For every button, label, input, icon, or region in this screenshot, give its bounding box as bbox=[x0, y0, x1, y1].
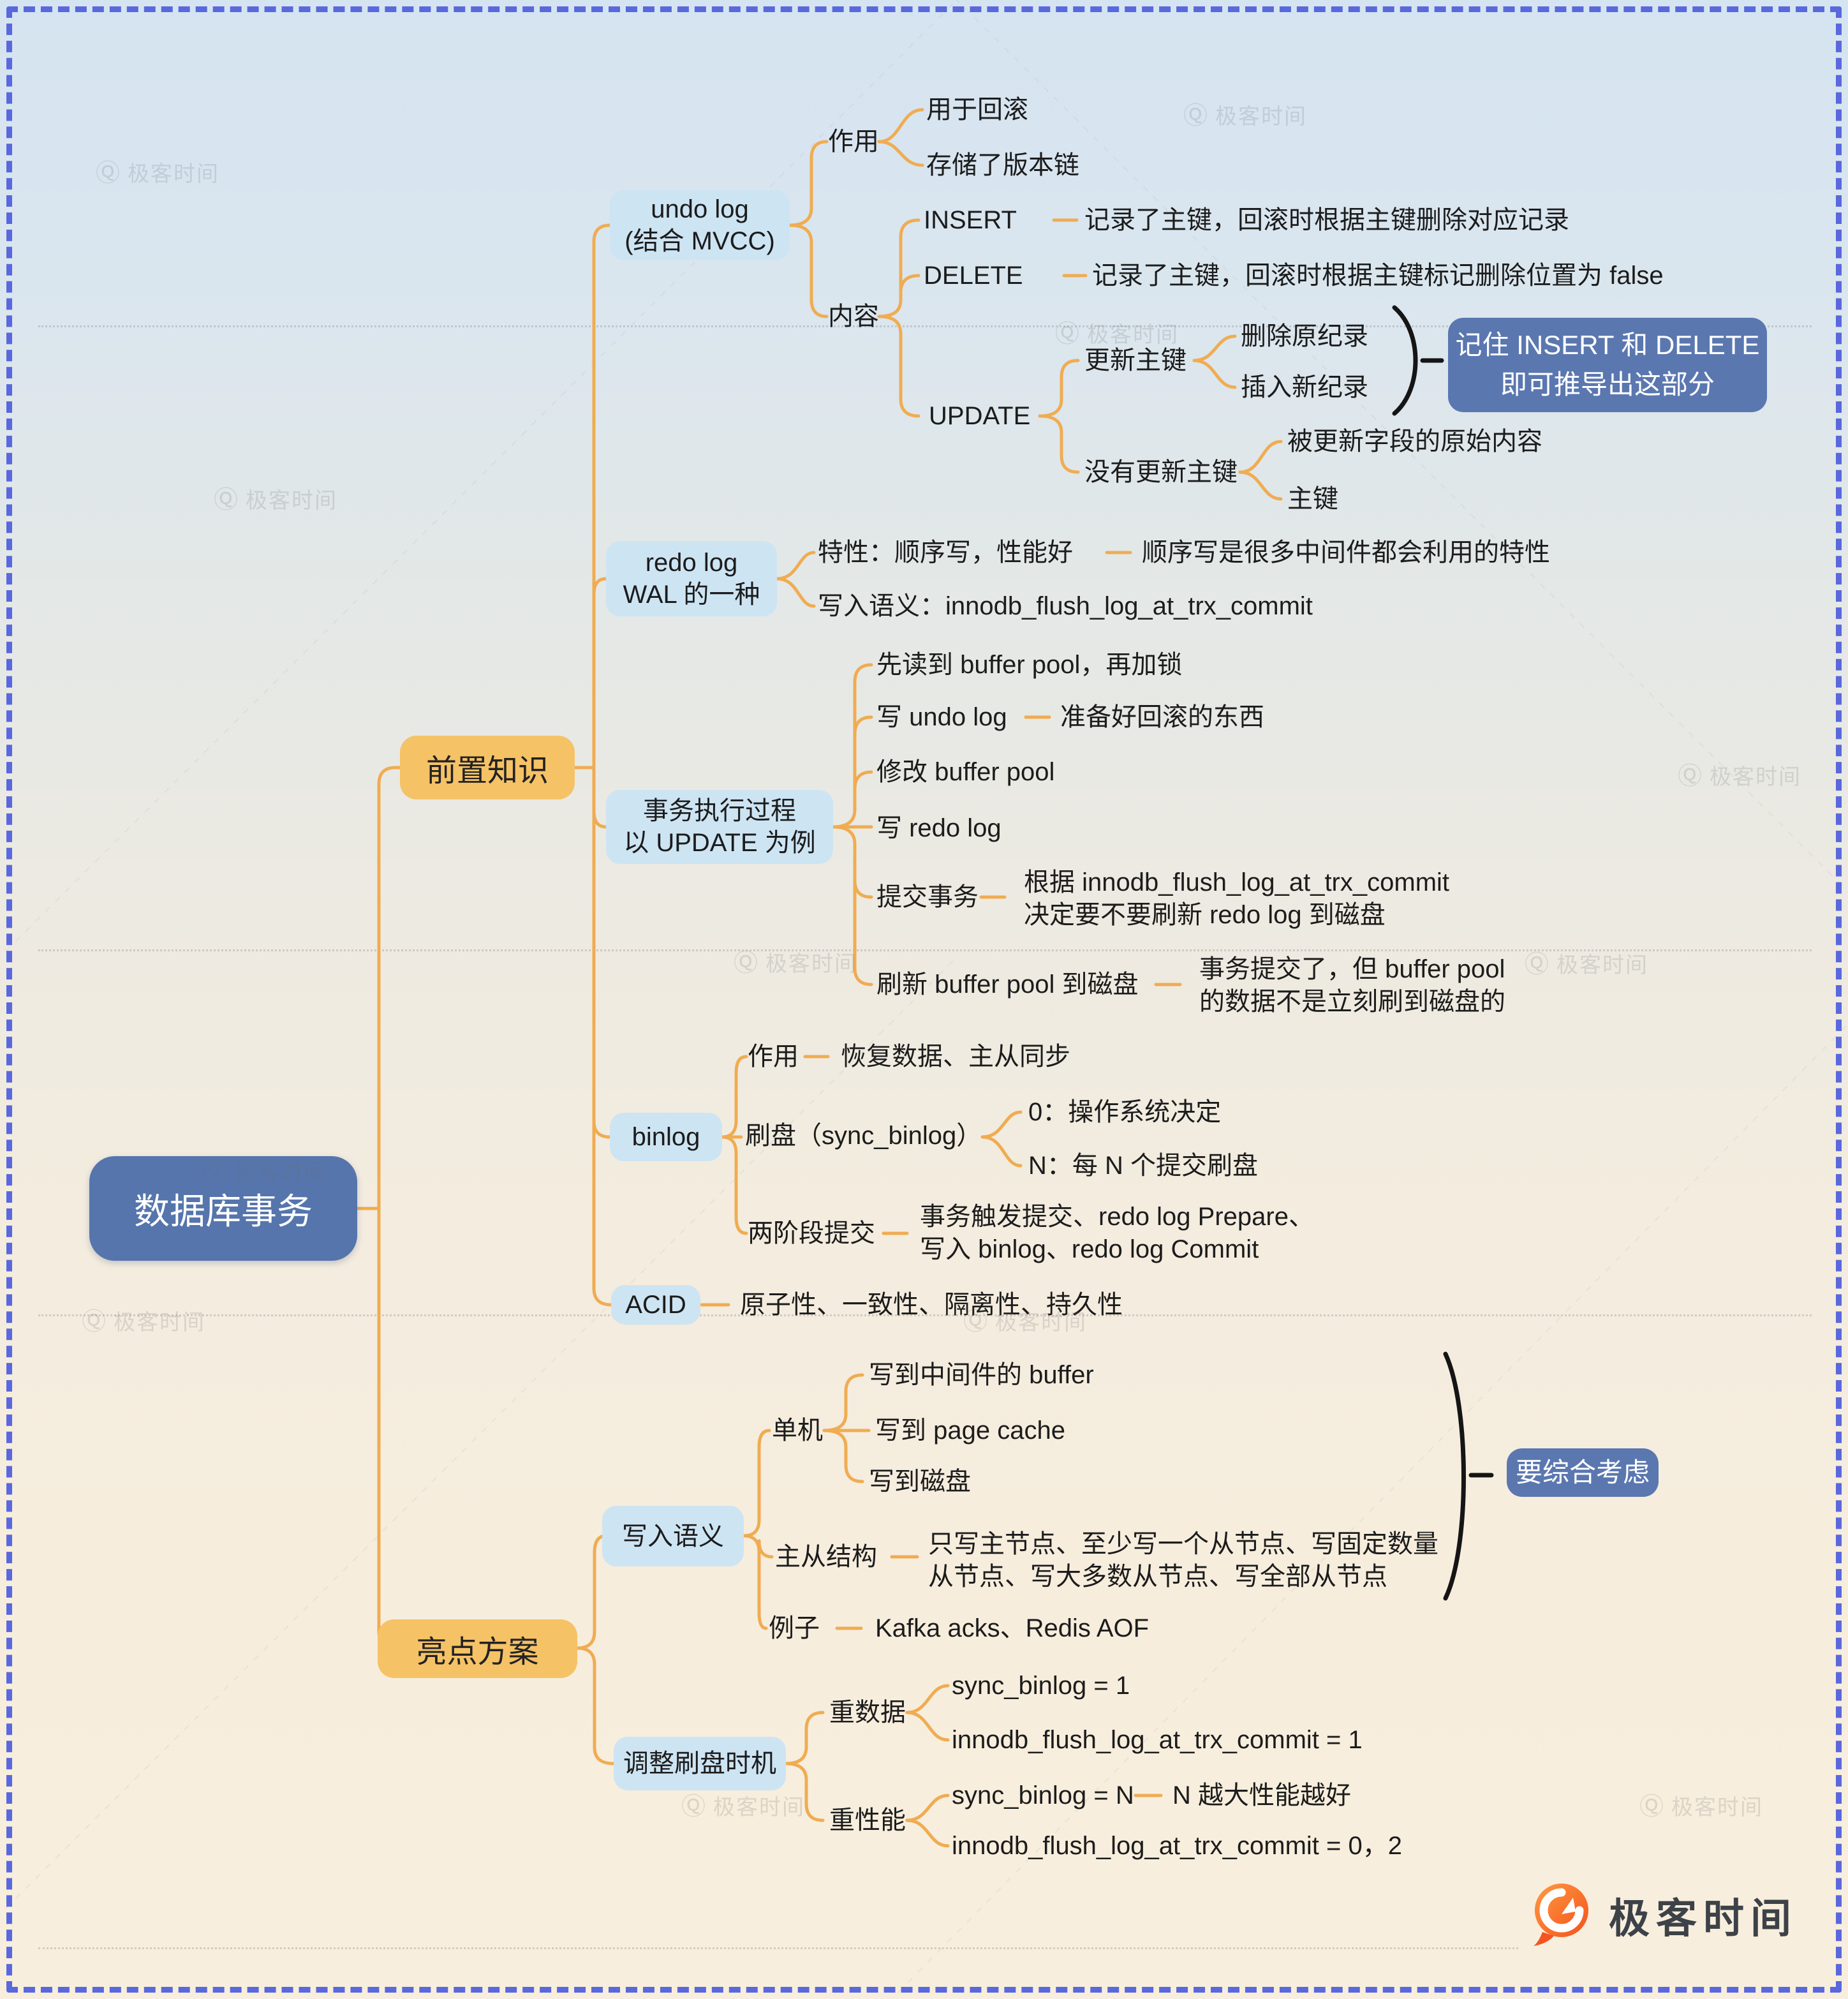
tx-step[interactable]: 修改 buffer pool bbox=[876, 758, 1055, 786]
brace bbox=[1392, 305, 1418, 416]
dotted-separator bbox=[38, 325, 1812, 327]
topic-write-semantics[interactable]: 写入语义 bbox=[602, 1506, 744, 1566]
tx-step[interactable]: 先读到 buffer pool，再加锁 bbox=[876, 651, 1183, 679]
tx-step[interactable]: 写 redo log bbox=[876, 814, 1002, 842]
undo-update-label[interactable]: UPDATE bbox=[929, 402, 1031, 430]
update-nopk-item[interactable]: 被更新字段的原始内容 bbox=[1287, 427, 1542, 456]
update-pk-item[interactable]: 插入新纪录 bbox=[1241, 373, 1368, 401]
binlog-flush-option[interactable]: N：每 N 个提交刷盘 bbox=[1028, 1152, 1258, 1180]
note-comprehensive[interactable]: 要综合考虑 bbox=[1507, 1448, 1659, 1497]
geektime-watermark-icon: Ⓠ bbox=[82, 1309, 108, 1335]
ft-perf-label[interactable]: 重性能 bbox=[829, 1806, 906, 1834]
dotted-separator bbox=[38, 1314, 1812, 1316]
binlog-2pc-label[interactable]: 两阶段提交 bbox=[748, 1219, 875, 1247]
geektime-watermark-icon: Ⓠ bbox=[734, 950, 760, 977]
ws-example-label[interactable]: 例子 bbox=[769, 1614, 820, 1642]
geektime-logo: 极客时间 bbox=[1531, 1882, 1798, 1949]
redo-feature-note[interactable]: 顺序写是很多中间件都会利用的特性 bbox=[1142, 539, 1550, 567]
ft-data-label[interactable]: 重数据 bbox=[829, 1698, 906, 1727]
topic-binlog[interactable]: binlog bbox=[610, 1113, 722, 1161]
geektime-watermark-icon: Ⓠ bbox=[1055, 321, 1081, 348]
update-pk-item[interactable]: 删除原纪录 bbox=[1241, 322, 1368, 350]
topic-undo-log[interactable]: undo log (结合 MVCC) bbox=[610, 190, 790, 260]
undo-role-item[interactable]: 用于回滚 bbox=[926, 96, 1028, 124]
topic-acid[interactable]: ACID bbox=[611, 1285, 700, 1325]
tx-step-note[interactable]: 事务提交了，但 buffer pool 的数据不是立刻刷到磁盘的 bbox=[1199, 955, 1505, 1016]
topic-tx-process[interactable]: 事务执行过程 以 UPDATE 为例 bbox=[606, 790, 833, 864]
geektime-watermark-icon: Ⓠ bbox=[963, 1309, 989, 1335]
update-nopk-item[interactable]: 主键 bbox=[1287, 485, 1338, 513]
geektime-logo-icon bbox=[1534, 1884, 1588, 1946]
redo-feature[interactable]: 特性：顺序写，性能好 bbox=[818, 539, 1073, 567]
geektime-watermark-icon: Ⓠ bbox=[1525, 951, 1551, 978]
tx-step[interactable]: 写 undo log bbox=[876, 703, 1007, 731]
topic-redo-log[interactable]: redo log WAL 的一种 bbox=[606, 541, 777, 616]
ft-perf-item[interactable]: innodb_flush_log_at_trx_commit = 0，2 bbox=[952, 1832, 1402, 1860]
update-nopk-label[interactable]: 没有更新主键 bbox=[1084, 458, 1238, 486]
ws-single-item[interactable]: 写到中间件的 buffer bbox=[869, 1361, 1094, 1389]
binlog-role-note[interactable]: 恢复数据、主从同步 bbox=[841, 1043, 1070, 1071]
tx-step-note[interactable]: 准备好回滚的东西 bbox=[1060, 703, 1264, 731]
ft-perf-item-note[interactable]: N 越大性能越好 bbox=[1172, 1781, 1351, 1810]
binlog-flush-label[interactable]: 刷盘（sync_binlog） bbox=[745, 1122, 982, 1150]
ft-data-item[interactable]: sync_binlog = 1 bbox=[952, 1672, 1130, 1700]
ws-single-item[interactable]: 写到磁盘 bbox=[869, 1468, 971, 1496]
branch-prereq[interactable]: 前置知识 bbox=[400, 736, 575, 799]
dotted-separator bbox=[38, 949, 1812, 951]
ws-single-item[interactable]: 写到 page cache bbox=[875, 1416, 1065, 1445]
geektime-watermark-icon: Ⓠ bbox=[1678, 763, 1704, 790]
geektime-watermark-icon: Ⓠ bbox=[1639, 1794, 1666, 1820]
undo-insert-label[interactable]: INSERT bbox=[924, 206, 1017, 234]
undo-insert-note[interactable]: 记录了主键，回滚时根据主键删除对应记录 bbox=[1084, 206, 1569, 234]
undo-content-label[interactable]: 内容 bbox=[828, 302, 879, 331]
geektime-watermark-icon: Ⓠ bbox=[1183, 103, 1209, 130]
ws-example-note[interactable]: Kafka acks、Redis AOF bbox=[875, 1614, 1149, 1642]
undo-delete-note[interactable]: 记录了主键，回滚时根据主键标记删除位置为 false bbox=[1092, 262, 1664, 290]
geektime-logo-text: 极客时间 bbox=[1609, 1896, 1798, 1942]
undo-delete-label[interactable]: DELETE bbox=[924, 262, 1023, 290]
ft-data-item[interactable]: innodb_flush_log_at_trx_commit = 1 bbox=[952, 1726, 1363, 1754]
geektime-watermark-icon: Ⓠ bbox=[214, 487, 240, 514]
brace bbox=[1443, 1351, 1466, 1601]
geektime-watermark-icon: Ⓠ bbox=[681, 1794, 707, 1820]
binlog-flush-option[interactable]: 0：操作系统决定 bbox=[1028, 1098, 1222, 1126]
topic-flush-timing[interactable]: 调整刷盘时机 bbox=[614, 1737, 786, 1790]
note-remember-insert-delete[interactable]: 记住 INSERT 和 DELETE 即可推导出这部分 bbox=[1448, 318, 1767, 412]
geektime-watermark-icon: Ⓠ bbox=[96, 160, 122, 187]
tx-step-note[interactable]: 根据 innodb_flush_log_at_trx_commit 决定要不要刷… bbox=[1024, 868, 1450, 929]
binlog-2pc-note[interactable]: 事务触发提交、redo log Prepare、 写入 binlog、redo … bbox=[920, 1203, 1314, 1263]
ft-perf-item[interactable]: sync_binlog = N bbox=[952, 1781, 1134, 1810]
tx-step[interactable]: 刷新 buffer pool 到磁盘 bbox=[876, 970, 1139, 999]
update-pk-label[interactable]: 更新主键 bbox=[1084, 346, 1186, 375]
ws-ms-note[interactable]: 只写主节点、至少写一个从节点、写固定数量 从节点、写大多数从节点、写全部从节点 bbox=[928, 1530, 1438, 1591]
acid-note[interactable]: 原子性、一致性、隔离性、持久性 bbox=[740, 1291, 1123, 1319]
dotted-separator bbox=[38, 1947, 1518, 1949]
undo-role-item[interactable]: 存储了版本链 bbox=[926, 151, 1079, 179]
undo-role-label[interactable]: 作用 bbox=[828, 128, 879, 156]
branch-highlight[interactable]: 亮点方案 bbox=[378, 1619, 577, 1678]
ws-ms-label[interactable]: 主从结构 bbox=[775, 1543, 877, 1571]
binlog-role-label[interactable]: 作用 bbox=[748, 1043, 799, 1071]
redo-write-semantics[interactable]: 写入语义：innodb_flush_log_at_trx_commit bbox=[818, 592, 1313, 620]
geektime-watermark-icon: Ⓠ bbox=[203, 1159, 229, 1185]
ws-single-label[interactable]: 单机 bbox=[772, 1416, 823, 1445]
tx-step[interactable]: 提交事务 bbox=[876, 883, 979, 911]
root-topic[interactable]: 数据库事务 bbox=[89, 1156, 357, 1261]
